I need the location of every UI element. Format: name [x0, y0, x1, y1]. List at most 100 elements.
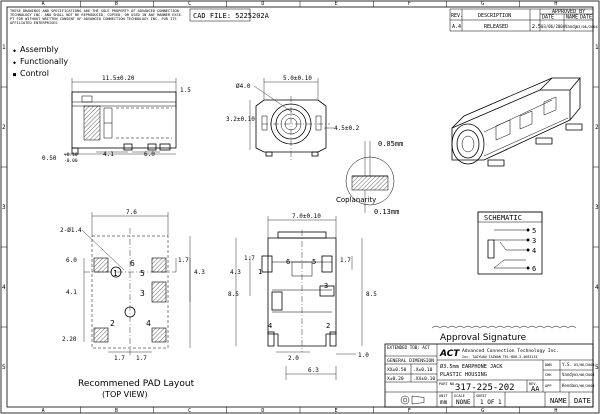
name-header: NAME	[566, 15, 578, 21]
front-view: 5.0±0.10 Ø4.0 3.2±0.10 4.5±0.2	[226, 75, 360, 160]
notice-line: PT FOR WITHOUT WRITTEN CONSENT OF ADVANC…	[10, 17, 177, 21]
front-dim-height: 3.2±0.10	[226, 116, 255, 123]
top-pin-2: 2	[326, 322, 330, 330]
cad-file-label: CAD FILE: 5225202A	[193, 12, 270, 20]
tb-desc2: PLASTIC HOUSING	[440, 372, 487, 378]
revision-table: REV. DESCRIPTION DATE APPROVED BY NAME D…	[449, 8, 598, 32]
top-dim-right: 8.5	[366, 291, 377, 298]
top-dim-width: 7.0±0.10	[292, 213, 321, 220]
top-dim-h2: 1.7	[340, 257, 351, 264]
top-pin-4: 4	[268, 322, 272, 330]
notice-block: THESE DRAWINGS AND SPECIFICATIONS ARE TH…	[10, 9, 183, 25]
rev-date2: 03/06/2004	[576, 25, 598, 29]
tb-chk-value: Vandy	[562, 372, 575, 377]
schematic: SCHEMATIC 5 3 4 6	[477, 211, 543, 275]
legend-functionally-icon: ◆	[13, 60, 16, 66]
tb-desc1: Ø3.5mm EARPHONE JACK	[440, 363, 503, 370]
schematic-pin-6: 6	[532, 265, 536, 273]
side-dim-tol-minus: -0.00	[64, 158, 78, 164]
approval-cloud	[431, 325, 577, 329]
description-header: DESCRIPTION	[478, 13, 511, 19]
grid-column-label: E	[335, 1, 338, 7]
pad-pin-6: 6	[130, 259, 135, 268]
pad-pin-4: 4	[146, 319, 151, 328]
legend: ◆ Assembly ◆ Functionally ■ Control	[13, 45, 68, 78]
tb-sheet: 1 OF 1	[480, 399, 502, 406]
grid-column-label: A	[42, 408, 45, 414]
tb-app-date: 03/06/2004	[574, 384, 594, 388]
coplanarity-note: Coplanarity	[336, 196, 376, 204]
tb-rev-label: REV.	[529, 382, 538, 386]
tb-chk-label: CHK	[545, 373, 552, 377]
top-pin-6: 6	[286, 258, 290, 266]
schematic-pin-3: 3	[532, 237, 536, 245]
tb-company-sub: Inc. TAOYUAN TAIWAN TEL:886-3-4683131	[462, 355, 538, 359]
top-pin-1: 1	[258, 268, 262, 276]
tb-unit: mm	[440, 399, 448, 406]
coplanarity-flat2: 0.13mm	[374, 208, 399, 216]
date2-header: DATE	[580, 15, 592, 21]
coplanarity-detail: 0.05mm 0.13mm Coplanarity	[336, 140, 403, 216]
legend-control: Control	[20, 69, 49, 78]
pad-layout: 7.6 2-Ø1.4 1 6 5 3 2 4 6.0 4.1 2.20 1.7 …	[60, 209, 205, 399]
tb-extended: EXTENDED TOB: ACT	[387, 345, 430, 350]
grid-row-label: 2	[2, 124, 6, 131]
grid-column-label: D	[261, 408, 264, 414]
top-dim-pitch: 2.0	[288, 355, 299, 362]
pad-layout-title: Recommened PAD Layout	[78, 379, 195, 389]
pad-dim-width: 7.6	[126, 209, 137, 216]
grid-column-label: D	[261, 1, 264, 7]
title-block: EXTENDED TOB: ACT GENERAL DIMENSION XX±0…	[384, 343, 594, 408]
grid-column-label: C	[188, 408, 191, 414]
approved-header: APPROVED BY	[552, 9, 585, 15]
side-view: 11.5±0.20 1.5 0.50 +0.10 -0.00 4.1 6.0	[42, 75, 191, 164]
tb-scale: NONE	[456, 399, 471, 406]
date-header: DATE	[542, 15, 554, 21]
grid-column-label: H	[554, 1, 557, 7]
rev-header: REV.	[451, 13, 463, 19]
grid-row-label: 1	[2, 44, 6, 51]
legend-assembly: Assembly	[20, 45, 59, 54]
tb-company: Advanced Connection Technology Inc.	[462, 348, 559, 354]
pad-dim-x1b: 1.7	[136, 355, 147, 362]
pad-layout-subtitle: (TOP VIEW)	[102, 390, 148, 399]
grid-column-label: H	[554, 408, 557, 414]
pad-dim-r2: 4.3	[194, 269, 205, 276]
rev-name: Vandy	[565, 24, 578, 29]
grid-column-label: G	[481, 408, 484, 414]
pad-pin-5: 5	[140, 269, 145, 278]
pad-dim-y2: 4.1	[66, 289, 77, 296]
grid-column-label: B	[115, 408, 118, 414]
legend-assembly-icon: ◆	[13, 48, 16, 54]
rev-description: RELEASED	[484, 24, 508, 30]
projection-symbol	[400, 395, 425, 405]
top-pin-3: 3	[324, 282, 328, 290]
coplanarity-flat: 0.05mm	[378, 140, 403, 148]
notice-line: TECHNOLOGY INC. AND SHALL NOT BE REPRODU…	[10, 13, 183, 17]
tb-part-label: PART NO.	[439, 382, 456, 386]
grid-row-label: 2	[595, 124, 599, 131]
front-dim-hole: Ø4.0	[236, 83, 251, 90]
top-dim-tail: 1.0	[358, 352, 369, 359]
schematic-pin-4: 4	[532, 247, 536, 255]
row-grid: 1 1 2 2 3 3 4 4 5 5	[1, 44, 599, 371]
grid-column-label: A	[42, 1, 45, 7]
grid-column-label: G	[481, 1, 484, 7]
pad-pin-3: 3	[140, 289, 145, 298]
tb-app-value: Kenda	[562, 383, 575, 388]
top-view: 7.0±0.10 6 5 3 1 4 2 1.7 4.3 8.5 1.7 8.5…	[228, 213, 377, 380]
schematic-pin-5: 5	[532, 227, 536, 235]
top-pin-5: 5	[312, 258, 316, 266]
tb-tol2b: .XX±0.10	[413, 376, 435, 382]
grid-row-label: 5	[2, 364, 6, 371]
grid-row-label: 4	[2, 284, 6, 291]
tb-dwn-date: 03/06/2004	[574, 363, 594, 367]
tb-chk-date: 03/06/2004	[574, 373, 594, 377]
rev-date: 03/06/2004	[541, 24, 566, 29]
front-dim-pin: 4.5±0.2	[334, 125, 360, 132]
rev-value: A.4	[452, 24, 461, 30]
tb-tol1a: XX±0.50	[387, 367, 407, 373]
grid-column-label: E	[335, 408, 338, 414]
